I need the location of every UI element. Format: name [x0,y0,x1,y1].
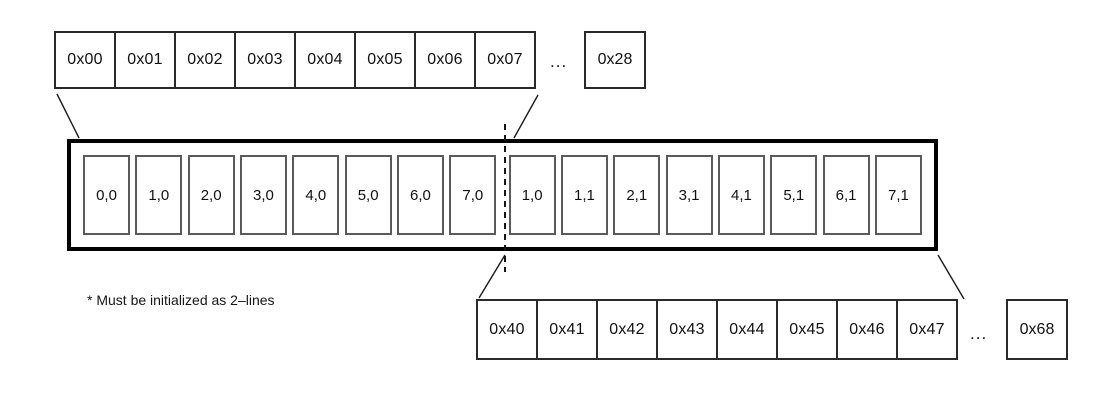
address-cell: 0x03 [234,31,296,89]
line-boundary-dashed-divider [504,124,506,272]
address-cell: 0x00 [54,31,116,89]
address-cell: 0x45 [776,299,838,360]
address-cell: 0x40 [476,299,538,360]
buffer-cell: 7,1 [874,155,922,235]
bottom-address-row: 0x40 0x41 0x42 0x43 0x44 0x45 0x46 0x47 [476,299,958,360]
buffer-cell: 0,0 [83,155,130,235]
bottom-ellipsis: ... [970,324,988,343]
address-cell: 0x44 [716,299,778,360]
buffer-cell: 6,0 [396,155,444,235]
bottom-address-tail-cell: 0x68 [1006,299,1068,360]
footnote: * Must be initialized as 2–lines [87,292,275,308]
buffer-cell: 1,0 [135,155,183,235]
address-cell: 0x07 [474,31,536,89]
address-cell: 0x05 [354,31,416,89]
buffer-cell: 2,1 [613,155,661,235]
buffer-cell: 2,0 [187,155,235,235]
buffer-cell: 5,1 [770,155,818,235]
address-cell: 0x01 [114,31,176,89]
address-cell: 0x41 [536,299,598,360]
address-cell: 0x06 [414,31,476,89]
buffer-cell: 3,0 [239,155,287,235]
buffer-cell: 4,1 [717,155,765,235]
top-ellipsis: ... [550,52,568,71]
top-address-row: 0x00 0x01 0x02 0x03 0x04 0x05 0x06 0x07 [54,31,536,89]
address-cell: 0x43 [656,299,718,360]
top-address-tail-cell: 0x28 [584,31,646,89]
address-cell: 0x02 [174,31,236,89]
buffer-cell: 1,0 [508,155,556,235]
two-line-buffer: 0,0 1,0 2,0 3,0 4,0 5,0 6,0 7,0 1,0 1,1 … [67,139,938,251]
buffer-cell: 7,0 [449,155,497,235]
address-cell: 0x42 [596,299,658,360]
buffer-cell: 3,1 [665,155,713,235]
buffer-cell: 4,0 [292,155,340,235]
address-cell: 0x04 [294,31,356,89]
buffer-cell: 5,0 [344,155,392,235]
address-cell: 0x47 [896,299,958,360]
buffer-cell: 1,1 [560,155,608,235]
address-cell: 0x46 [836,299,898,360]
buffer-cell: 6,1 [822,155,870,235]
